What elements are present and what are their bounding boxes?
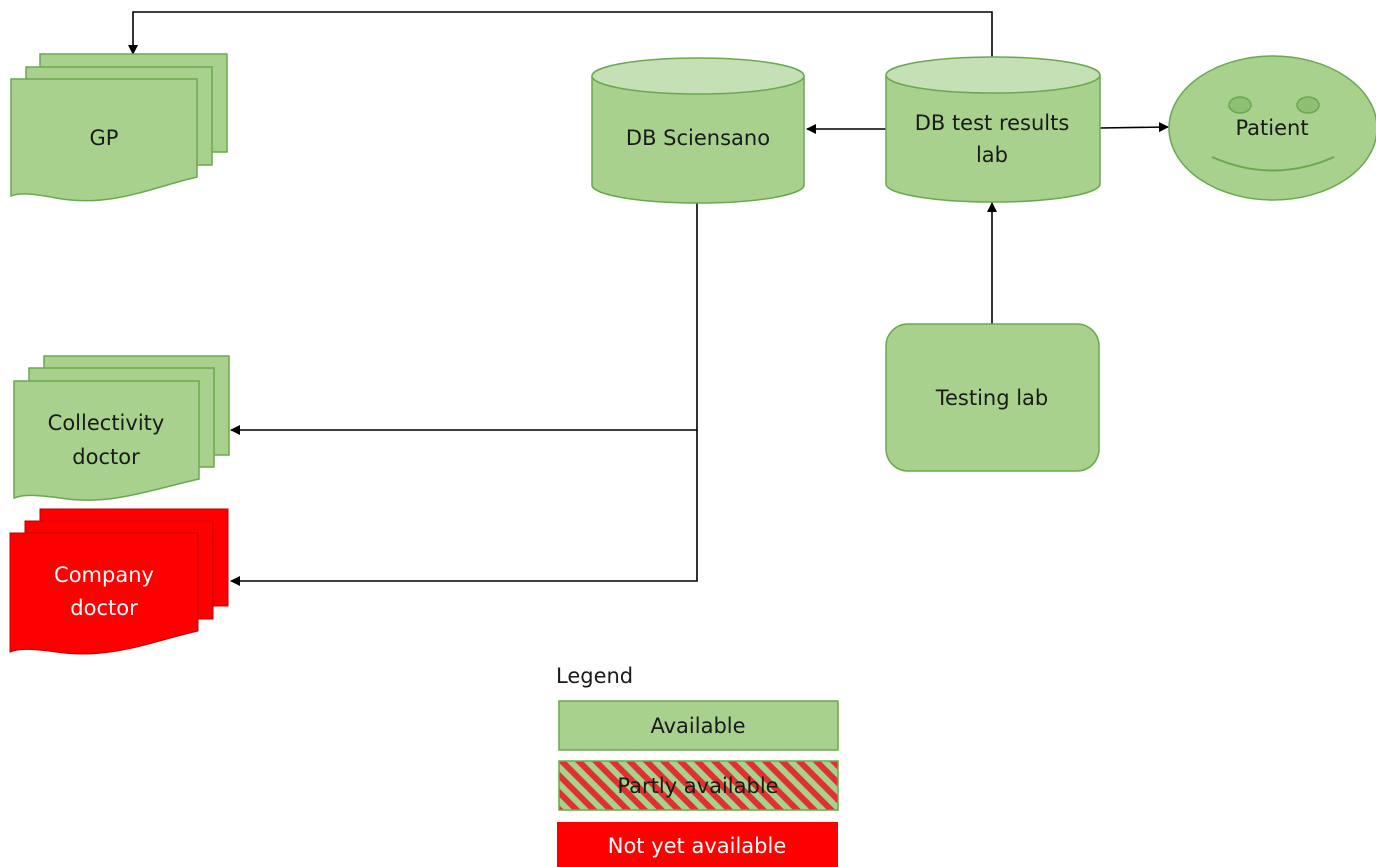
- edge-lab-to-patient: [1099, 122, 1169, 133]
- patient-left-eye: [1228, 96, 1252, 114]
- node-gp: GP: [10, 53, 228, 202]
- patient-face: [1168, 55, 1376, 201]
- testing-lab-label: Testing lab: [935, 386, 1049, 410]
- edge-sciensano-to-collectivity: [230, 203, 698, 435]
- edge-lab-to-gp: [128, 11, 993, 57]
- legend: Legend Available Partly available Not ye…: [556, 664, 839, 867]
- company-doctor-label-line2: doctor: [70, 596, 138, 620]
- legend-swatch-not-available: [557, 822, 838, 867]
- edges: [128, 11, 1169, 586]
- node-db-sciensano: DB Sciensano: [591, 57, 805, 204]
- node-db-test-results-lab: DB test results lab: [885, 56, 1101, 203]
- legend-swatch-available: [558, 700, 839, 751]
- patient-right-eye: [1296, 96, 1320, 114]
- legend-title: Legend: [556, 664, 633, 688]
- patient-label: Patient: [1235, 116, 1308, 140]
- legend-label-available: Available: [650, 714, 745, 738]
- legend-label-not-available: Not yet available: [608, 834, 787, 858]
- node-testing-lab: Testing lab: [885, 323, 1100, 472]
- legend-swatch-partly-available: [558, 760, 839, 811]
- db-sciensano-label: DB Sciensano: [626, 126, 770, 150]
- collectivity-doctor-label-line2: doctor: [72, 445, 140, 469]
- patient-smile: [1211, 156, 1335, 172]
- db-test-results-label-line2: lab: [976, 143, 1008, 167]
- node-company-doctor: Company doctor: [9, 508, 229, 655]
- node-collectivity-doctor: Collectivity doctor: [13, 355, 230, 501]
- db-test-results-label-line1: DB test results: [915, 111, 1070, 135]
- collectivity-doctor-label-line1: Collectivity: [48, 411, 165, 435]
- gp-label: GP: [90, 126, 119, 150]
- company-doctor-label-line1: Company: [54, 563, 154, 587]
- edge-sciensano-to-company: [230, 430, 698, 586]
- legend-label-partly-available: Partly available: [617, 774, 778, 798]
- node-patient: Patient: [1168, 55, 1376, 201]
